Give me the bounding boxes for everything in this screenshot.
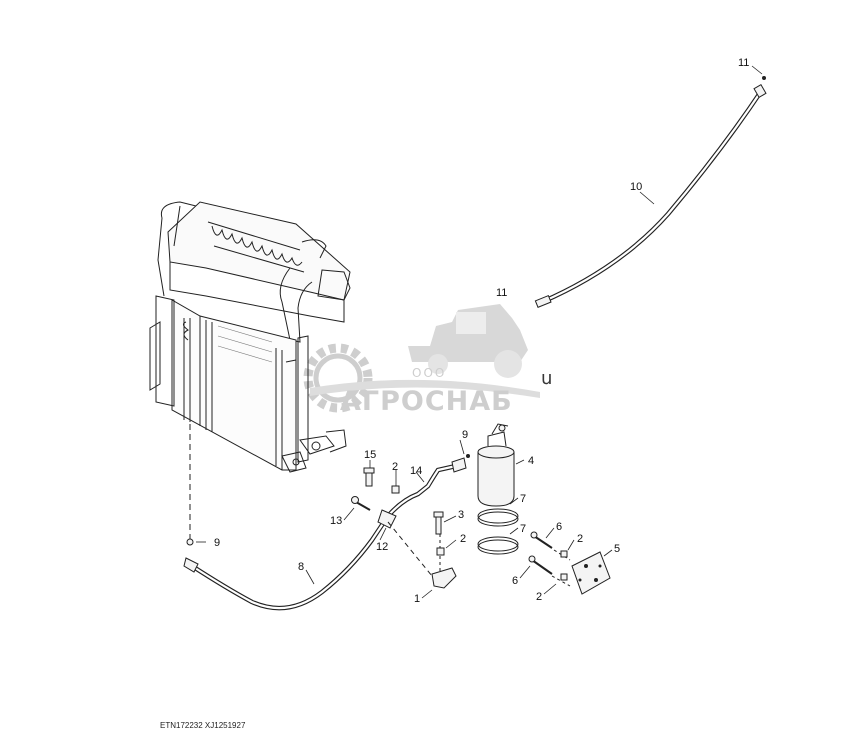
callout-15: 15 — [364, 449, 376, 461]
watermark-prefix: ООО — [412, 366, 446, 380]
callout-6-lower: 6 — [512, 575, 518, 587]
leader-lines — [196, 65, 763, 599]
hose-10 — [534, 76, 767, 308]
callout-8: 8 — [298, 561, 304, 573]
callout-13: 13 — [330, 515, 342, 527]
clamp-ring-lower — [477, 536, 519, 555]
hose-bracket-hardware — [351, 467, 457, 589]
callout-3: 3 — [458, 509, 464, 521]
receiver-drier — [477, 423, 515, 507]
harvester-icon — [310, 304, 540, 398]
radiator-assembly — [149, 201, 351, 540]
callout-2-lower: 2 — [460, 533, 466, 545]
clamp-ring-upper — [477, 508, 519, 527]
callout-11-top: 11 — [738, 57, 749, 69]
mounting-bracket — [571, 551, 611, 595]
callout-6-upper: 6 — [556, 521, 562, 533]
callout-4: 4 — [528, 455, 534, 467]
callout-2-right: 2 — [577, 533, 583, 545]
drawing-code: ETN172232 XJ1251927 — [160, 721, 246, 730]
watermark-name: АГРОСНАБ — [340, 386, 513, 417]
callout-14: 14 — [410, 465, 422, 477]
watermark-suffix: u — [541, 368, 552, 389]
gear-icon — [303, 343, 373, 413]
callout-10: 10 — [630, 181, 642, 193]
callout-11-mid: 11 — [496, 287, 507, 299]
callout-2-upper: 2 — [392, 461, 398, 473]
callouts: 11 10 11 4 9 15 2 14 13 3 7 7 6 2 5 12 2… — [214, 57, 749, 605]
callout-1: 1 — [414, 593, 420, 605]
hose-8 — [183, 454, 470, 611]
callout-2-bottom: 2 — [536, 591, 542, 603]
bracket-bolts — [528, 531, 571, 587]
callout-5: 5 — [614, 543, 620, 555]
callout-9-left: 9 — [214, 537, 220, 549]
callout-7-lower: 7 — [520, 523, 526, 535]
callout-9-top: 9 — [462, 429, 468, 441]
watermark-logo: ООО АГРОСНАБ u — [303, 304, 552, 417]
callout-7-upper: 7 — [520, 493, 526, 505]
intake-coil — [207, 221, 305, 273]
callout-12: 12 — [376, 541, 388, 553]
